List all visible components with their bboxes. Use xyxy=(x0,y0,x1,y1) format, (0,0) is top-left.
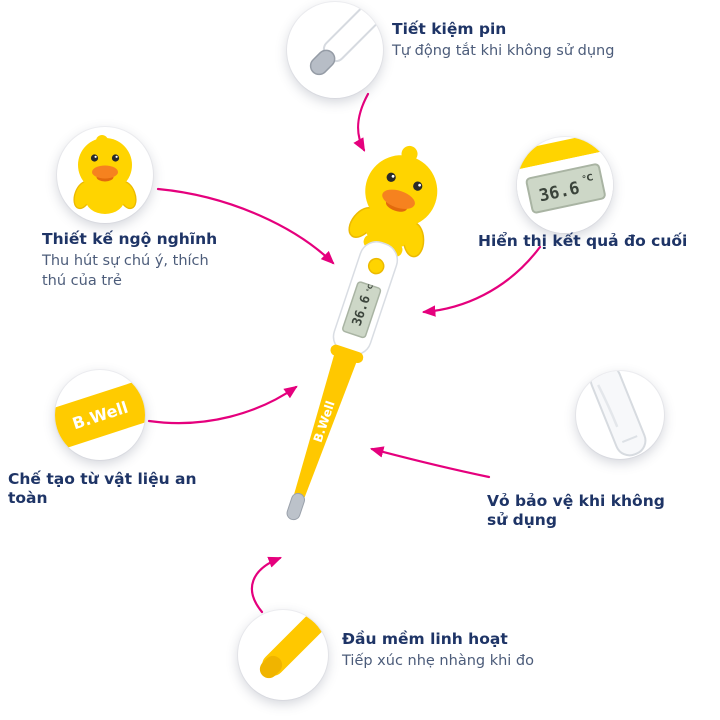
eye-highlight-right xyxy=(418,183,422,187)
display-title: Hiển thị kết quả đo cuối xyxy=(478,232,688,250)
cover-arrow xyxy=(369,446,491,479)
lcd-zoom-screen xyxy=(525,163,606,214)
lcd-display xyxy=(342,281,382,339)
battery-callout-circle xyxy=(287,2,383,98)
probe-stem xyxy=(294,349,359,500)
material-arrow xyxy=(147,385,298,425)
tip-arrow xyxy=(250,556,282,614)
cover-label: Vỏ bảo vệ khi không sử dụng xyxy=(487,492,667,531)
tip-zoom-art xyxy=(259,610,328,679)
metal-tip xyxy=(286,492,305,521)
design-desc: Thu hút sự chú ý, thích thú của trẻ xyxy=(42,253,209,289)
lcd-unit: °C xyxy=(365,283,375,293)
battery-title: Tiết kiệm pin xyxy=(392,20,507,38)
tip-title: Đầu mềm linh hoạt xyxy=(342,630,508,648)
protective-cap xyxy=(589,371,647,457)
lcd-zoom-unit: °C xyxy=(581,173,594,185)
cap-zoom-art xyxy=(589,371,647,457)
duck-beak-upper xyxy=(382,189,415,209)
thermometer: °C 36.6 B.Well xyxy=(286,145,438,521)
material-label: Chế tạo từ vật liệu an toàn xyxy=(8,470,238,509)
battery-arrow xyxy=(353,92,370,152)
design-arrow xyxy=(156,187,335,265)
design-title: Thiết kế ngộ nghĩnh xyxy=(42,230,218,248)
lcd-zoom-art: 36.6 °C xyxy=(517,137,613,233)
duck-eye-left xyxy=(386,172,396,182)
soft-tip-zoom xyxy=(259,655,283,679)
eye-highlight-left xyxy=(391,174,395,178)
battery-desc: Tự động tắt khi không sử dụng xyxy=(392,43,615,60)
display-callout-circle: 36.6 °C xyxy=(517,137,613,233)
battery-label: Tiết kiệm pin Tự động tắt khi không sử d… xyxy=(392,20,642,62)
tip-label: Đầu mềm linh hoạt Tiếp xúc nhẹ nhàng khi… xyxy=(342,630,602,672)
tip-callout-circle xyxy=(238,610,328,700)
display-arrow xyxy=(421,245,542,317)
cover-title: Vỏ bảo vệ khi không sử dụng xyxy=(487,492,665,530)
probe-zoom-art xyxy=(309,5,380,76)
material-title: Chế tạo từ vật liệu an toàn xyxy=(8,470,197,508)
tip-desc: Tiếp xúc nhẹ nhàng khi đo xyxy=(342,653,535,670)
duck-zoom-art xyxy=(73,135,137,214)
cover-callout-circle xyxy=(576,371,664,459)
duck-eye-right xyxy=(413,181,423,191)
power-button xyxy=(367,257,385,275)
brand-zoom-art: B.Well xyxy=(55,381,145,449)
design-callout-circle xyxy=(57,127,153,223)
callout-arrows xyxy=(147,92,542,614)
material-callout-circle: B.Well xyxy=(55,370,145,460)
duck-figure xyxy=(348,145,438,258)
design-label: Thiết kế ngộ nghĩnh Thu hút sự chú ý, th… xyxy=(42,230,222,291)
metal-tip-zoom xyxy=(309,49,336,76)
display-label: Hiển thị kết quả đo cuối xyxy=(478,232,698,251)
